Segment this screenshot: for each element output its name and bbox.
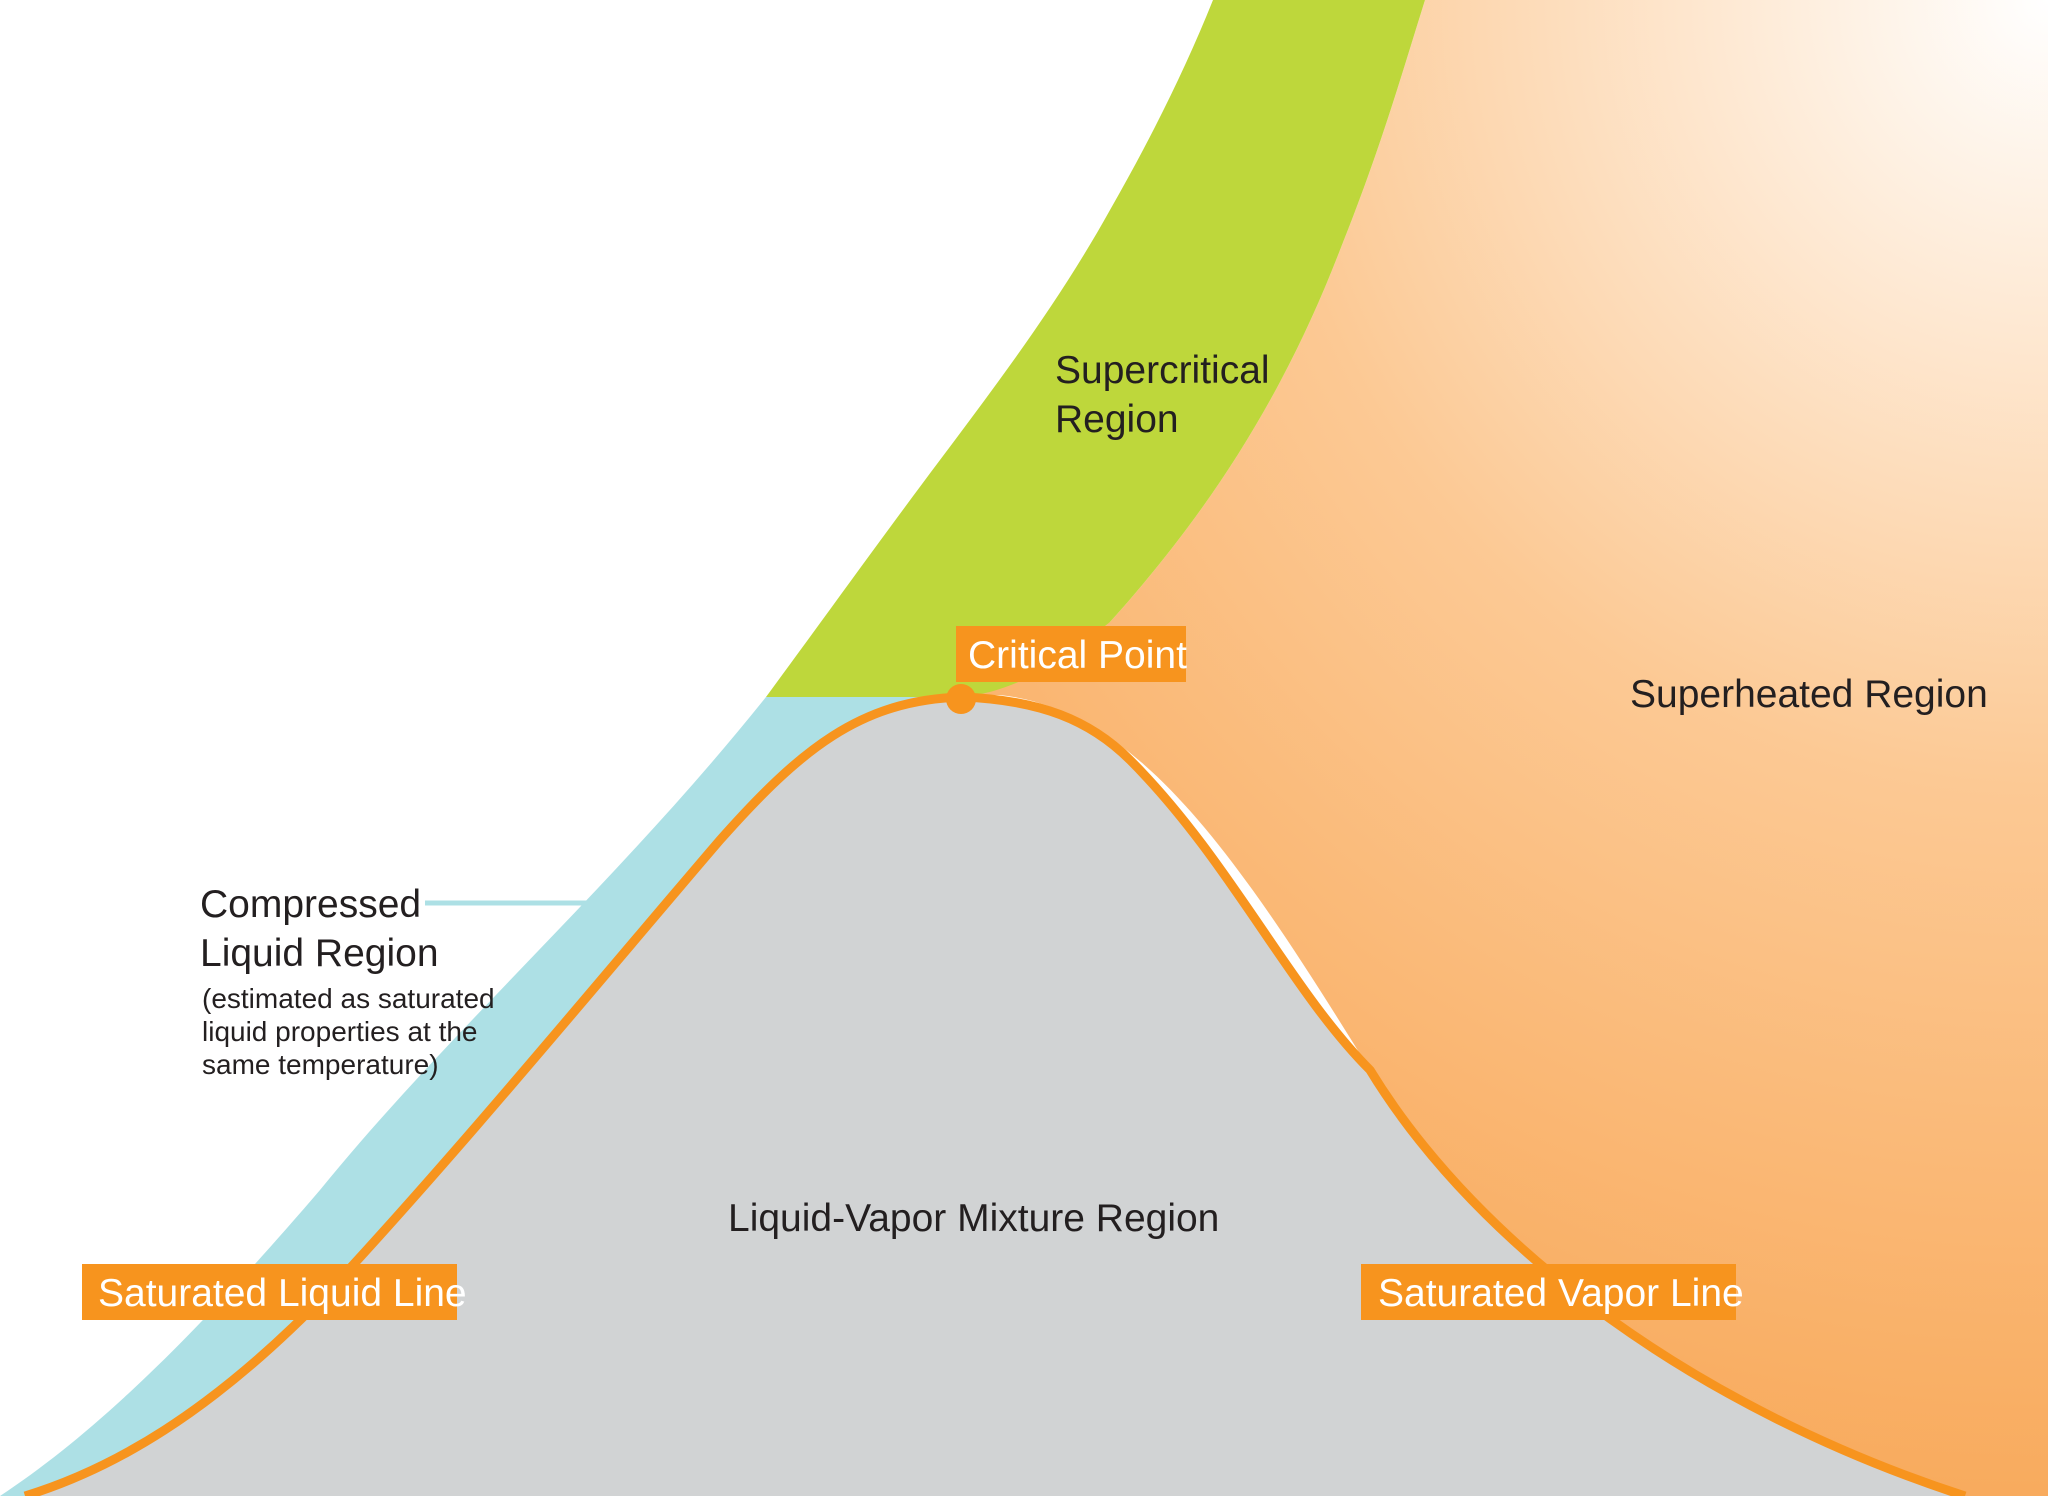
compressed-liquid-note-line-1: (estimated as saturated: [202, 983, 495, 1014]
saturated-vapor-label: Saturated Vapor Line: [1378, 1272, 1744, 1315]
critical-point-marker: [946, 684, 976, 714]
supercritical-label-line-2: Region: [1055, 398, 1179, 441]
compressed-liquid-label: Compressed Liquid Region: [200, 883, 439, 975]
compressed-liquid-note-line-2: liquid properties at the: [202, 1016, 478, 1047]
superheated-region: [962, 0, 2048, 1496]
supercritical-region: [766, 0, 1425, 697]
critical-point-label: Critical Point: [968, 634, 1187, 677]
supercritical-label: Supercritical Region: [1055, 349, 1280, 441]
superheated-label: Superheated Region: [1630, 673, 1988, 716]
mixture-label: Liquid-Vapor Mixture Region: [728, 1197, 1219, 1240]
compressed-liquid-label-line-2: Liquid Region: [200, 932, 439, 975]
critical-point-box: [956, 626, 1186, 682]
compressed-liquid-note-line-3: same temperature): [202, 1049, 439, 1080]
compressed-liquid-note: (estimated as saturated liquid propertie…: [202, 983, 502, 1080]
saturated-vapor-callout: Saturated Vapor Line: [1361, 1264, 1744, 1320]
compressed-liquid-label-line-1: Compressed: [200, 883, 421, 926]
supercritical-label-line-1: Supercritical: [1055, 349, 1270, 392]
saturated-vapor-box: [1361, 1264, 1736, 1320]
saturated-liquid-callout: Saturated Liquid Line: [82, 1264, 467, 1320]
saturated-liquid-box: [82, 1264, 457, 1320]
saturated-liquid-label: Saturated Liquid Line: [98, 1272, 467, 1315]
critical-point-callout: Critical Point: [956, 626, 1187, 682]
